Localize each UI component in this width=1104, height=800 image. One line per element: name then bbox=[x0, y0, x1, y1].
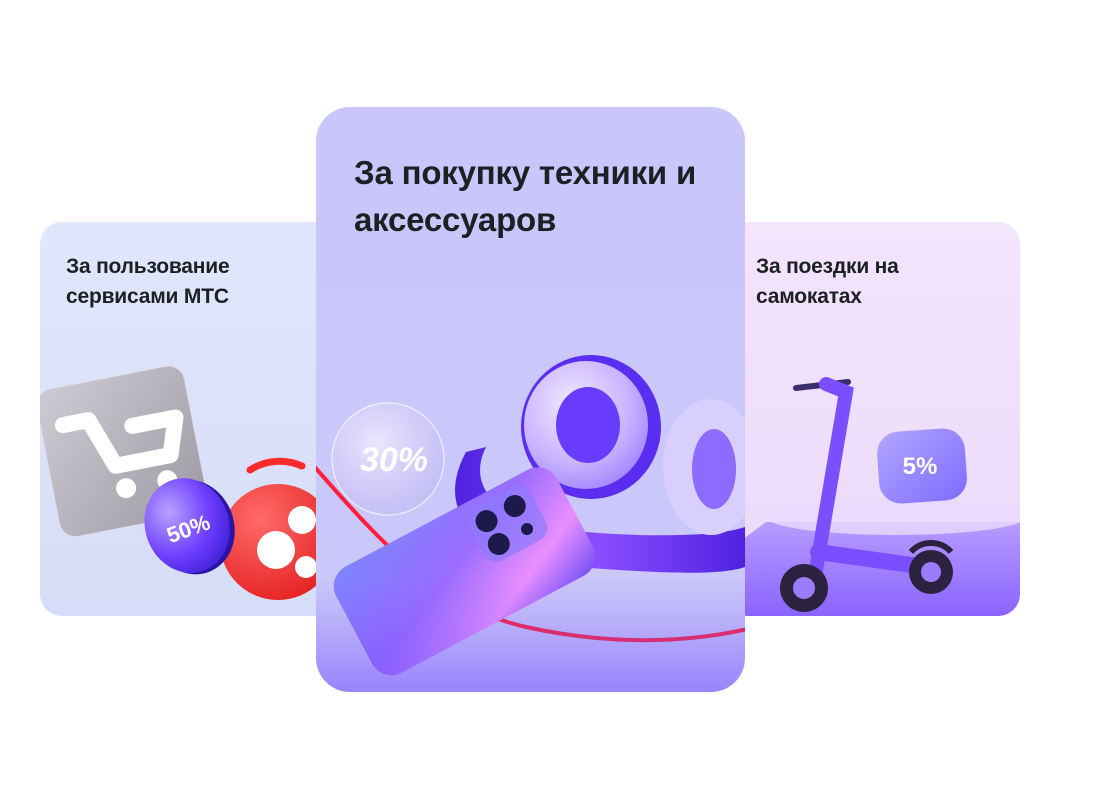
discount-tile-5: 5% bbox=[877, 428, 967, 504]
coin-label: 30% bbox=[360, 441, 428, 479]
discount-coin-50: 50% bbox=[144, 478, 235, 575]
card-title: За пользование сервисами МТС bbox=[66, 255, 230, 308]
electronics-illustration: 30% bbox=[316, 355, 745, 692]
cashback-card-scooters[interactable]: За поездки на самокатах 5% bbox=[726, 222, 1020, 616]
card-title: За поездки на самокатах bbox=[756, 255, 899, 308]
scooters-illustration: 5% bbox=[726, 377, 1020, 616]
mts-music-icon bbox=[220, 457, 336, 600]
electric-scooter-icon bbox=[780, 377, 954, 612]
tile-label: 5% bbox=[903, 453, 938, 480]
card-title: За покупку техники и аксессуаров bbox=[354, 154, 697, 238]
cashback-card-electronics[interactable]: За покупку техники и аксессуаров bbox=[316, 107, 745, 692]
cashback-card-services[interactable]: За пользование сервисами МТС bbox=[40, 222, 340, 616]
discount-coin-30: 30% bbox=[331, 402, 445, 516]
services-illustration: 50% bbox=[40, 365, 336, 600]
